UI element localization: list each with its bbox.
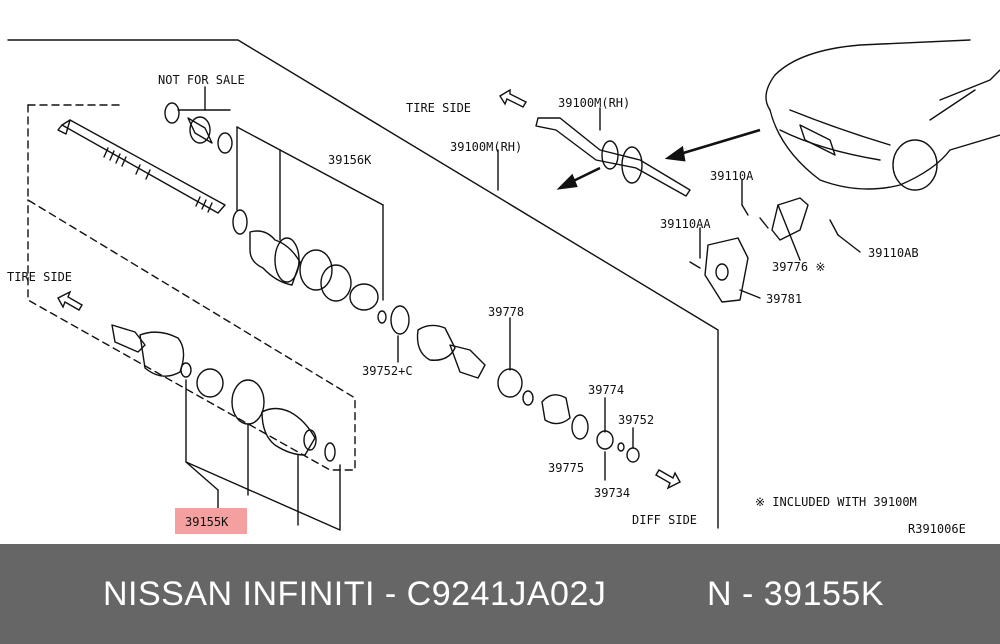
arrow-tire-side-top [499, 88, 527, 108]
not-for-sale-parts [164, 86, 233, 154]
note-tire-side-top: TIRE SIDE [406, 101, 471, 115]
footer-bar: NISSAN INFINITI - C9241JA02J N - 39155K [0, 544, 1000, 644]
pointer-arrow-car [669, 128, 761, 159]
label-39778: 39778 [488, 305, 524, 319]
footer-brand-part-number: NISSAN INFINITI - C9241JA02J [103, 574, 607, 613]
arrow-tire-side-left [57, 290, 83, 311]
label-39156k: 39156K [328, 153, 372, 167]
kit-dashed-box [27, 104, 356, 471]
note-not-for-sale: NOT FOR SALE [158, 73, 245, 87]
note-diff-side: DIFF SIDE [632, 513, 697, 527]
label-39100m: 39100M(RH) [450, 140, 522, 154]
label-39734: 39734 [594, 486, 630, 500]
diff-joint-group [416, 317, 640, 481]
label-39752c: 39752+C [362, 364, 413, 378]
highlight-39155k [175, 508, 247, 534]
label-39776: 39776 ※ [772, 260, 825, 274]
axle-assembly-mini [535, 117, 691, 197]
note-included: ※ INCLUDED WITH 39100M [755, 495, 917, 509]
footer-part-ref: N - 39155K [707, 574, 884, 613]
label-39110aa: 39110AA [660, 217, 711, 231]
parts-diagram: NOT FOR SALE TIRE SIDE TIRE SIDE DIFF SI… [7, 39, 1000, 536]
label-39110ab: 39110AB [868, 246, 919, 260]
label-39100m-top: 39100M(RH) [558, 96, 630, 110]
frame-outline [7, 39, 719, 529]
upper-shaft [57, 119, 226, 214]
label-39781: 39781 [766, 292, 802, 306]
inner-boot-group [232, 126, 410, 363]
outer-joint-group [111, 324, 341, 531]
label-39752: 39752 [618, 413, 654, 427]
car-illustration [765, 39, 1000, 191]
label-39155k: 39155K [185, 515, 229, 529]
bracket-hardware [689, 179, 861, 303]
arrow-diff-side [655, 469, 681, 490]
drawing-ref: R391006E [908, 522, 966, 536]
label-39110a: 39110A [710, 169, 754, 183]
label-39775: 39775 [548, 461, 584, 475]
label-39774: 39774 [588, 383, 624, 397]
note-tire-side-left: TIRE SIDE [7, 270, 72, 284]
